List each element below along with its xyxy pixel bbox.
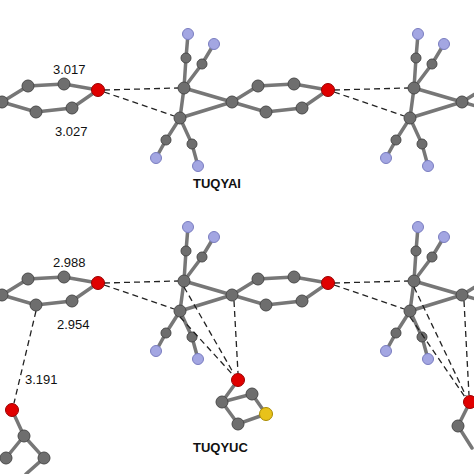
tuqyuc-chain [0,222,474,365]
thietane-contacts [14,287,469,403]
tuqyai-chain [0,29,474,172]
thietane-molecules [0,374,474,474]
distance-label: 3.191 [24,372,59,387]
distance-label: 3.027 [54,124,89,139]
distance-label: 2.988 [52,255,87,270]
structure-code: TUQYUC [192,440,249,455]
distance-label: 2.954 [56,317,91,332]
distance-label: 3.017 [52,62,87,77]
structure-code: TUQYAI [192,176,242,191]
